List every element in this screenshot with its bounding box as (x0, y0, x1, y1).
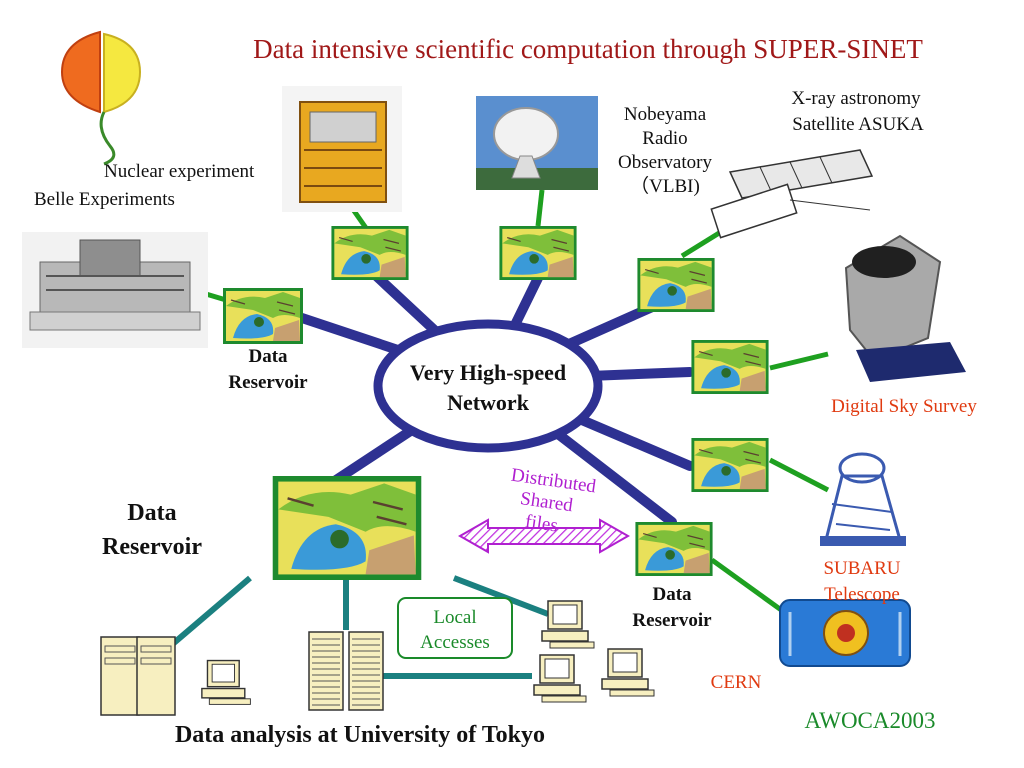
nobeyama-line-2: Radio (642, 128, 687, 149)
reservoir-big-line-1: Data (127, 500, 176, 526)
digital-sky-survey-label: Digital Sky Survey (831, 396, 977, 417)
network-label-line1: Very High-speed (410, 360, 566, 385)
logo (60, 30, 142, 166)
footer-caption: Data analysis at University of Tokyo (175, 722, 545, 748)
distributed-files-arrow (457, 518, 631, 554)
radio-telescope-image (476, 96, 598, 190)
university-equipment (100, 600, 655, 716)
reservoir-bottom-line-2: Reservoir (632, 610, 712, 631)
reservoir-bottom-line-1: Data (652, 584, 692, 605)
distributed-files-label: Distributed Shared files (510, 465, 598, 537)
digital-sky-telescope-image (844, 234, 966, 382)
reservoir-thumb-belle (222, 288, 304, 344)
distributed-line-3: files (524, 511, 559, 536)
nobeyama-line-4: （VLBI) (630, 175, 700, 197)
reservoir-main (270, 476, 424, 580)
reservoir-thumb-nobeyama (498, 226, 578, 280)
cern-detector-image (779, 599, 911, 667)
reservoir-label-left: Data Reservoir (228, 346, 308, 393)
reservoir-left-line-2: Reservoir (228, 372, 308, 393)
awoca-label: AWOCA2003 (804, 708, 935, 733)
nobeyama-label: Nobeyama Radio Observatory （VLBI) (618, 104, 712, 197)
reservoir-left-line-1: Data (248, 346, 288, 367)
reservoir-label-bottom: Data Reservoir (632, 584, 712, 631)
subaru-line-1: SUBARU (823, 558, 900, 579)
nuclear-experiment-image (282, 86, 402, 212)
local-accesses-box (397, 597, 513, 659)
reservoir-thumb-sky (690, 340, 770, 394)
cern-label: CERN (711, 672, 762, 693)
reservoir-label-big: Data Reservoir (102, 500, 202, 560)
reservoir-thumb-asuka (636, 258, 716, 312)
belle-experiments-label: Belle Experiments (34, 189, 175, 210)
reservoir-big-line-2: Reservoir (102, 534, 202, 560)
local-line-2: Accesses (420, 632, 490, 653)
reservoir-thumb-subaru (690, 438, 770, 492)
nobeyama-line-3: Observatory (618, 152, 712, 173)
page-title: Data intensive scientific computation th… (253, 34, 923, 64)
xray-line-1: X-ray astronomy (791, 88, 921, 109)
local-accesses-label: Local Accesses (420, 607, 490, 653)
subaru-label: SUBARU Telescope (823, 558, 900, 605)
xray-line-2: Satellite ASUKA (792, 114, 924, 135)
network-hub: Very High-speed Network (373, 319, 603, 453)
external-links (205, 189, 830, 615)
belle-detector-image (22, 232, 208, 348)
asuka-satellite-image (710, 149, 874, 239)
subaru-line-2: Telescope (824, 584, 900, 605)
reservoir-thumb-cern (634, 522, 714, 576)
network-label-line2: Network (447, 390, 530, 415)
local-links (166, 575, 550, 679)
xray-label: X-ray astronomy Satellite ASUKA (791, 88, 924, 135)
subaru-telescope-image (820, 452, 906, 546)
nobeyama-line-1: Nobeyama (624, 104, 707, 125)
reservoir-thumb-nuclear (330, 226, 410, 280)
nuclear-experiment-label: Nuclear experiment (104, 161, 255, 182)
local-line-1: Local (433, 607, 476, 628)
